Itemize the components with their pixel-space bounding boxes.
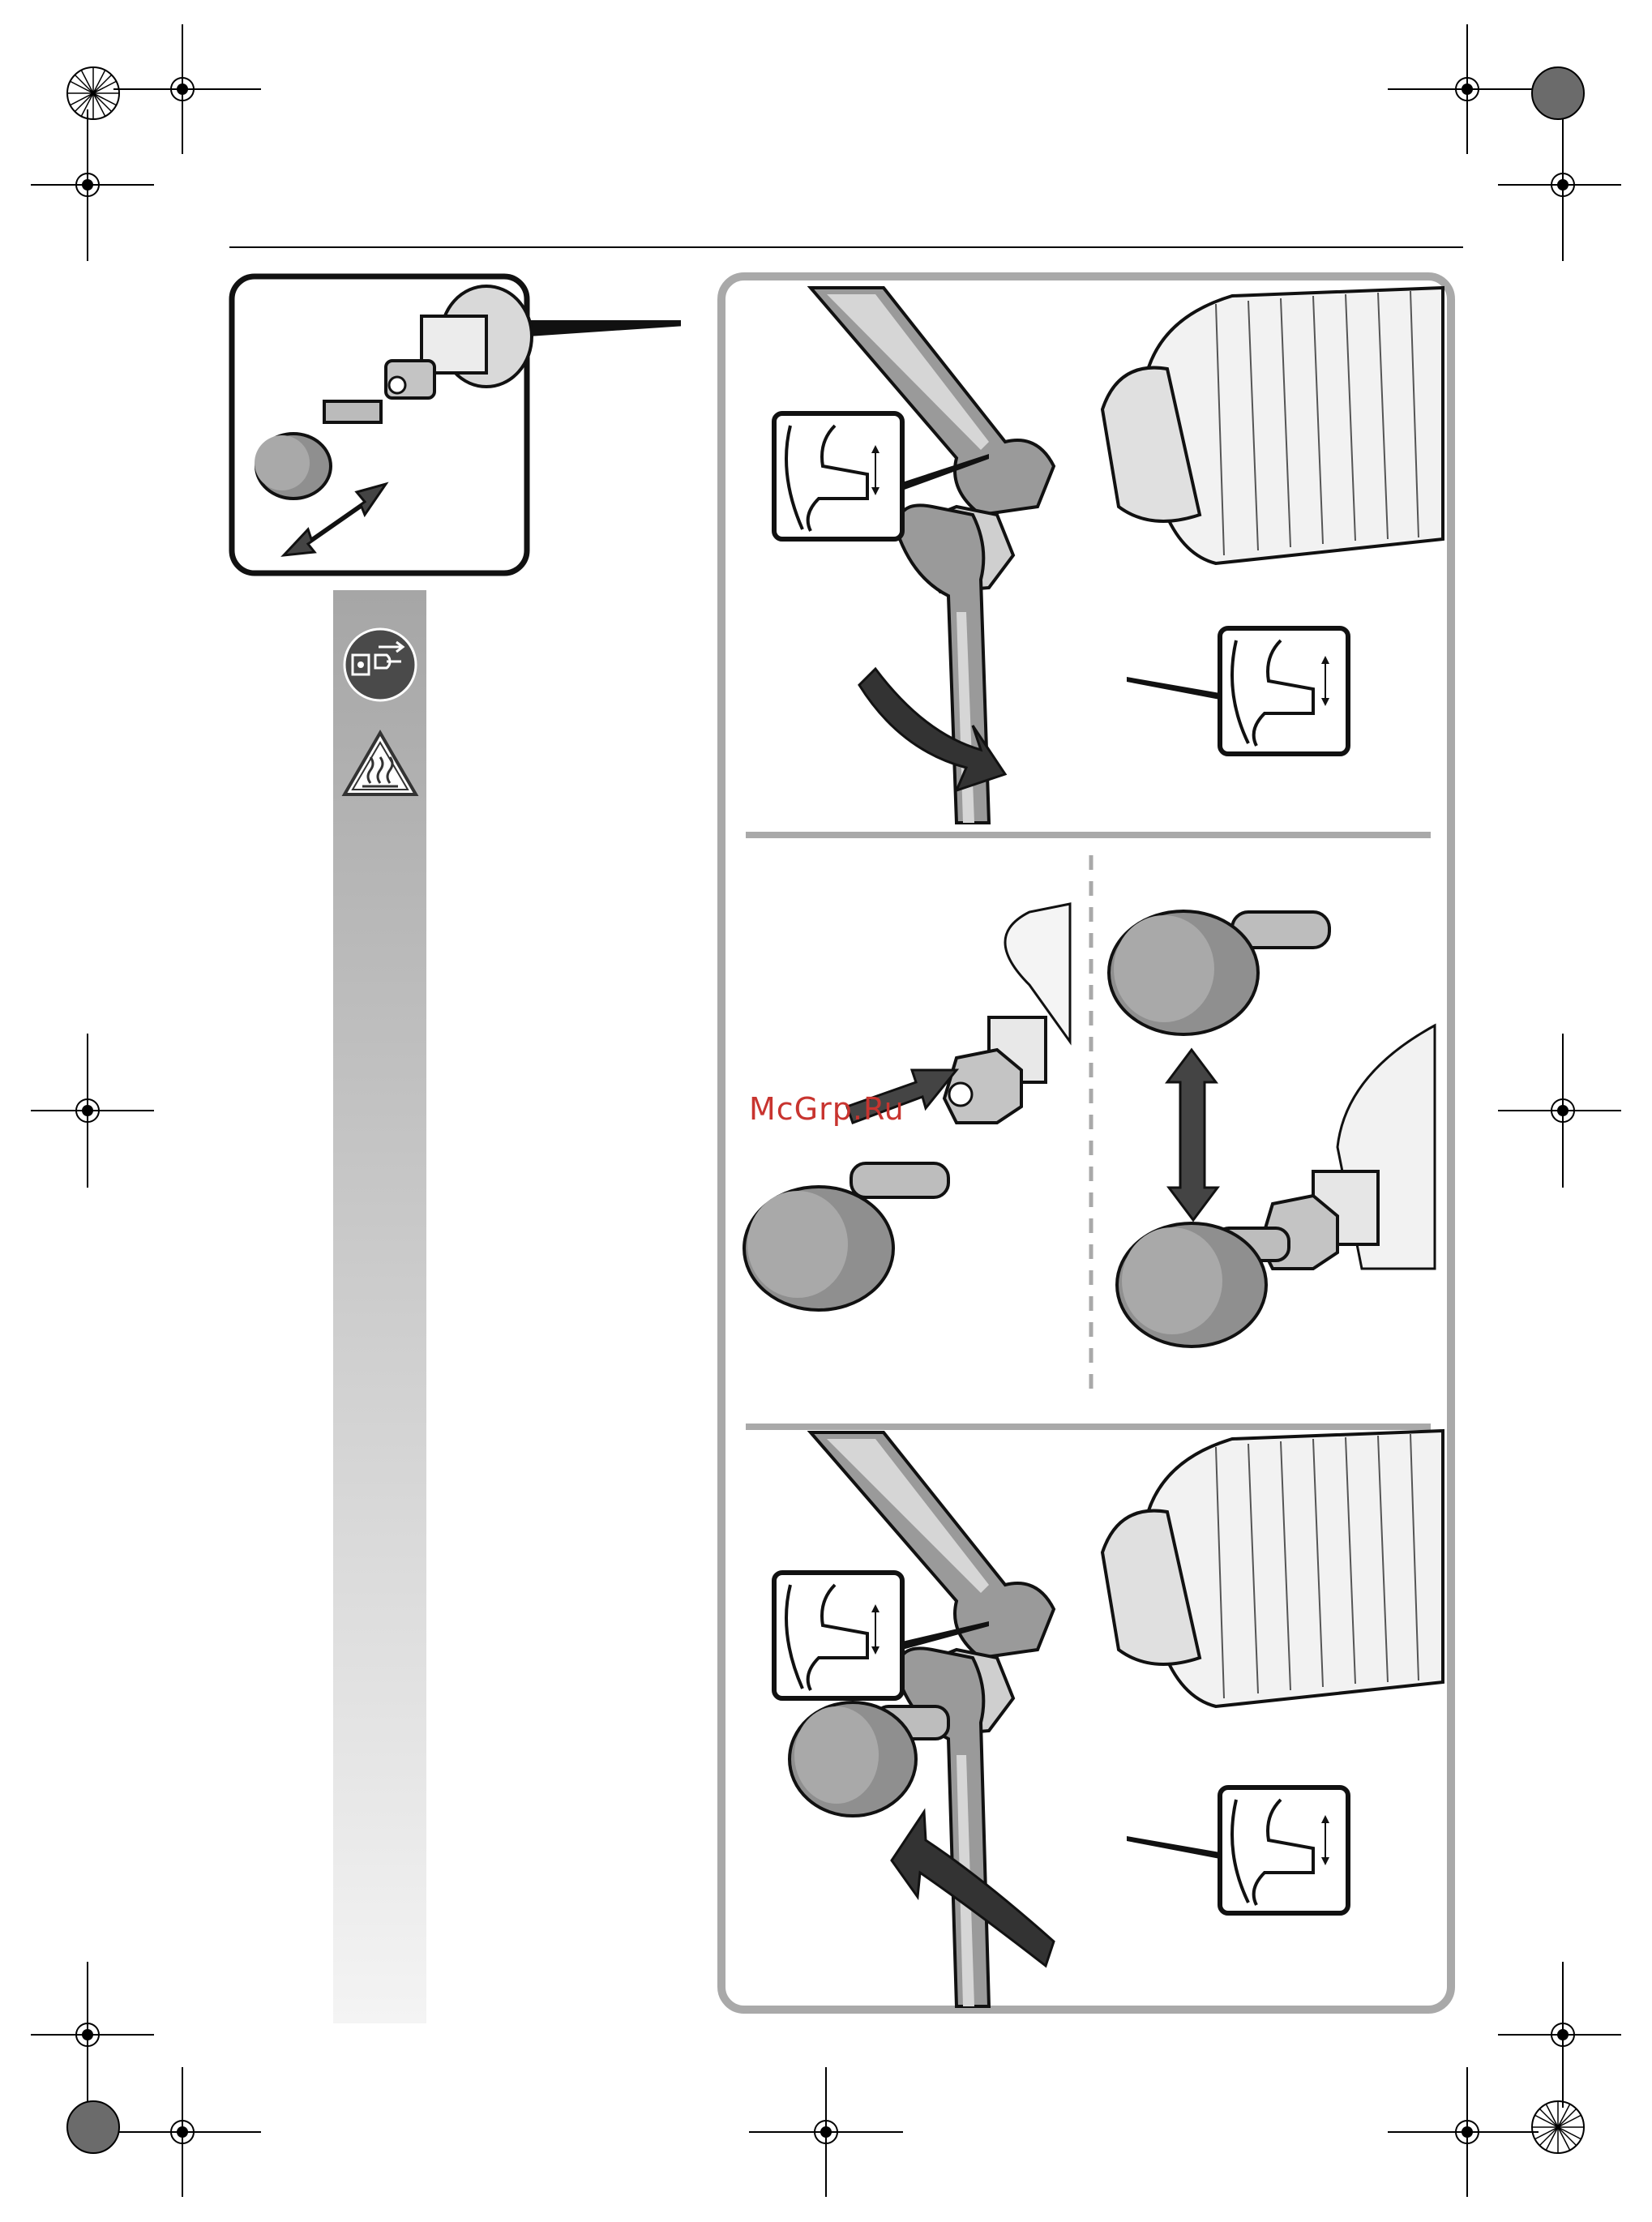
starburst-target-icon [1532, 2101, 1584, 2153]
gray-disk-icon [67, 2101, 119, 2153]
side-bar [333, 590, 426, 2023]
instruction-frame [713, 272, 1459, 2014]
hot-surface-warning-icon [341, 730, 419, 799]
unplug-icon [341, 626, 419, 704]
starburst-target-icon [67, 67, 119, 119]
gray-disk-icon [1532, 67, 1584, 119]
watermark: McGrp.Ru [749, 1091, 905, 1127]
overview-inset [227, 272, 681, 620]
